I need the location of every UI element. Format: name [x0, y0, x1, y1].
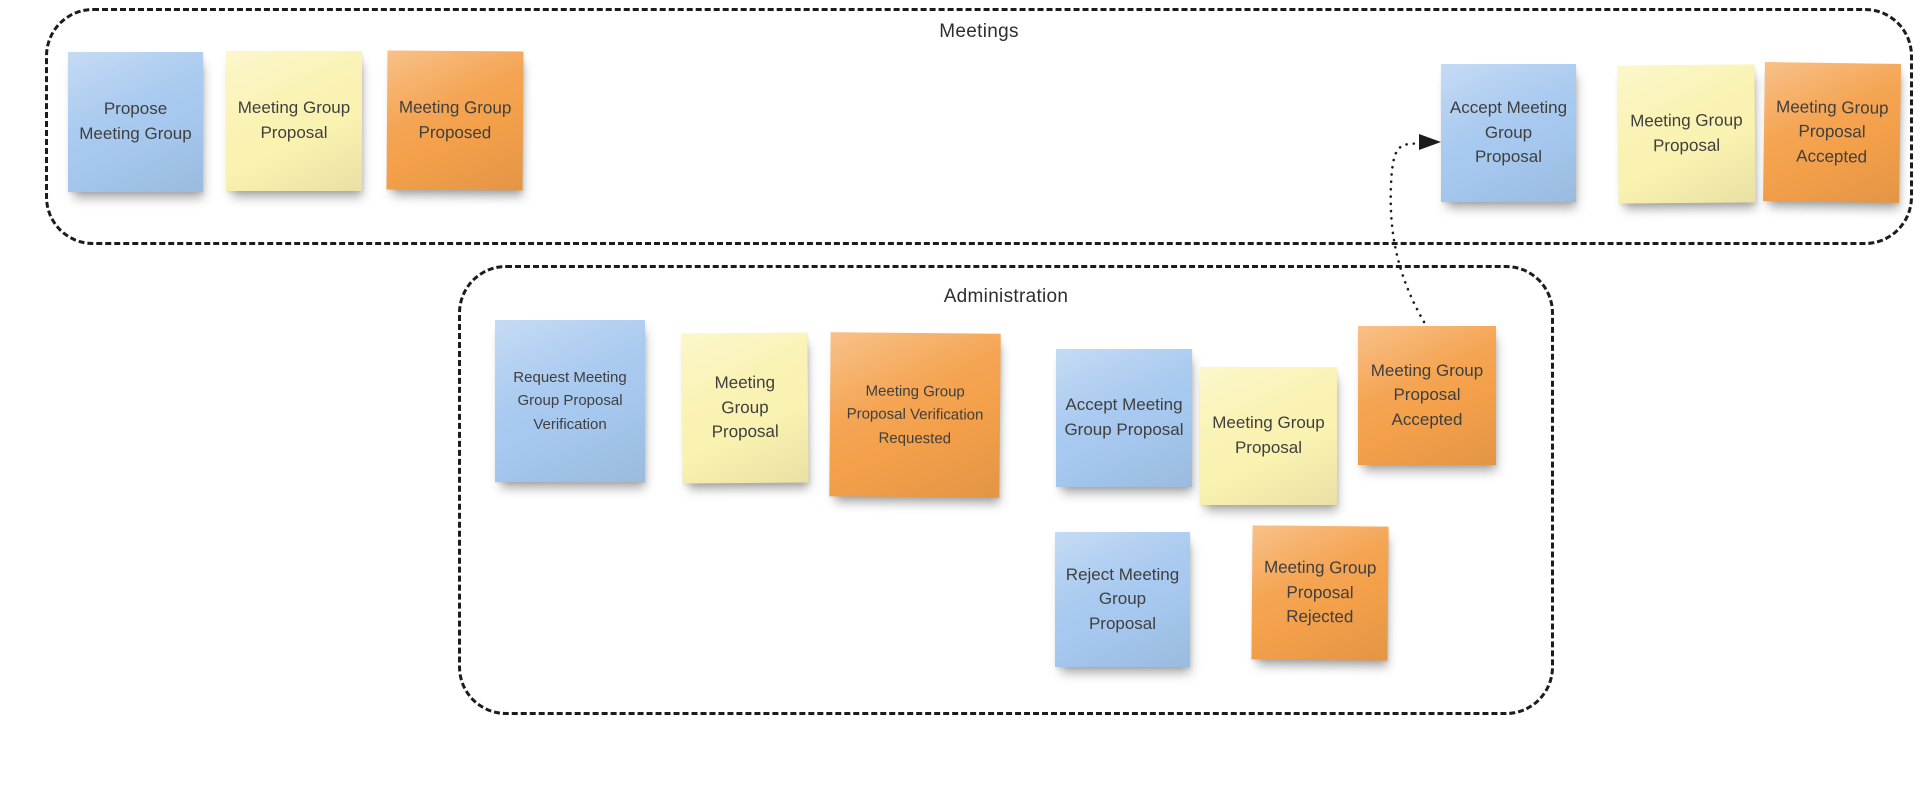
sticky-note-propose-meeting-group[interactable]: Propose Meeting Group [68, 52, 203, 192]
sticky-note-meeting-group-proposed[interactable]: Meeting Group Proposed [386, 50, 524, 191]
sticky-note-label: Meeting Group Proposal [1212, 413, 1325, 457]
sticky-note-label: Accept Meeting Group Proposal [1449, 98, 1568, 167]
sticky-note-meetings-accept-meeting-group-proposal[interactable]: Accept Meeting Group Proposal [1441, 64, 1576, 202]
sticky-note-meeting-group-proposal-rejected[interactable]: Meeting Group Proposal Rejected [1251, 525, 1389, 661]
sticky-note-label: Meeting Group Proposal Verification Requ… [846, 382, 984, 447]
sticky-note-label: Meeting Group Proposal [1630, 110, 1743, 156]
sticky-note-label: Meeting Group Proposal [711, 372, 779, 442]
sticky-note-request-meeting-group-proposal-verification[interactable]: Request Meeting Group Proposal Verificat… [495, 320, 645, 482]
sticky-note-label: Meeting Group Proposed [398, 97, 512, 142]
sticky-note-reject-meeting-group-proposal[interactable]: Reject Meeting Group Proposal [1055, 532, 1190, 667]
sticky-note-admin-meeting-group-proposal-2[interactable]: Meeting Group Proposal [1200, 367, 1337, 505]
sticky-note-label: Meeting Group Proposal Rejected [1263, 557, 1377, 627]
sticky-note-meeting-group-proposal-accepted[interactable]: Meeting Group Proposal Accepted [1763, 62, 1901, 203]
sticky-note-meetings-meeting-group-proposal-2[interactable]: Meeting Group Proposal [1617, 64, 1756, 204]
sticky-note-admin-meeting-group-proposal[interactable]: Meeting Group Proposal [681, 332, 809, 484]
sticky-note-label: Meeting Group Proposal [237, 98, 351, 142]
administration-boundary: Administration [458, 265, 1554, 715]
sticky-note-meeting-group-proposal-verification-requested[interactable]: Meeting Group Proposal Verification Requ… [829, 332, 1001, 498]
meetings-boundary: Meetings [45, 8, 1913, 245]
sticky-note-label: Propose Meeting Group [79, 99, 192, 143]
sticky-note-admin-meeting-group-proposal-accepted[interactable]: Meeting Group Proposal Accepted [1358, 326, 1496, 465]
meetings-boundary-title: Meetings [939, 21, 1019, 42]
sticky-note-admin-accept-meeting-group-proposal[interactable]: Accept Meeting Group Proposal [1056, 349, 1192, 487]
sticky-note-label: Accept Meeting Group Proposal [1064, 395, 1184, 439]
sticky-note-label: Meeting Group Proposal Accepted [1775, 96, 1889, 167]
sticky-note-meetings-meeting-group-proposal[interactable]: Meeting Group Proposal [226, 51, 362, 191]
sticky-note-label: Reject Meeting Group Proposal [1065, 564, 1180, 633]
sticky-note-label: Request Meeting Group Proposal Verificat… [513, 369, 627, 433]
sticky-note-label: Meeting Group Proposal Accepted [1370, 360, 1484, 429]
administration-boundary-title: Administration [943, 286, 1069, 307]
